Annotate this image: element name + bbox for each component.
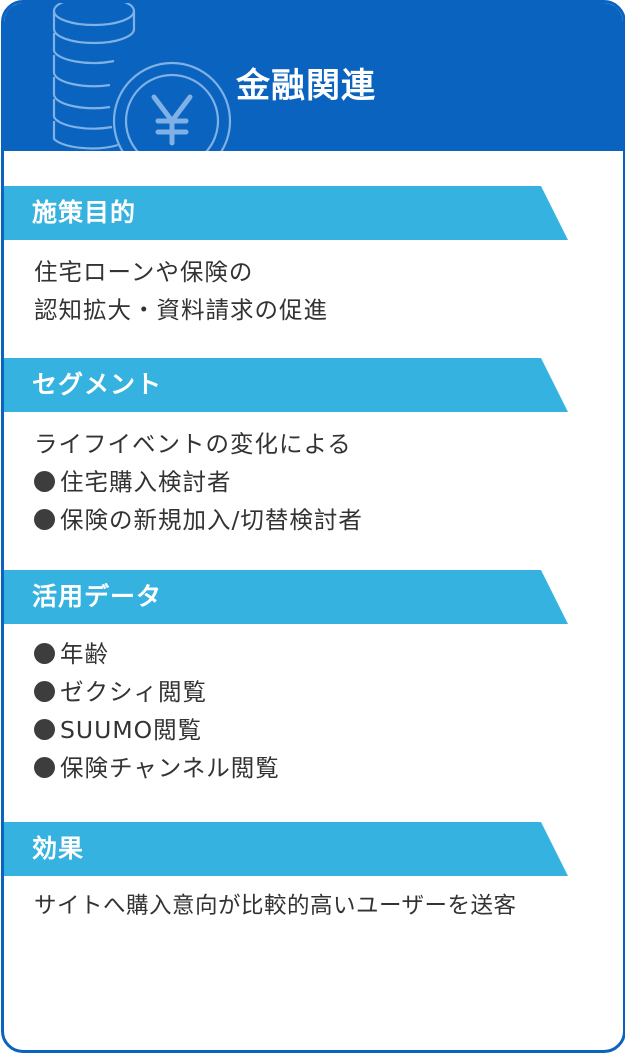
section-heading-purpose: 施策目的	[4, 186, 568, 240]
purpose-line: 認知拡大・資料請求の促進	[34, 296, 328, 324]
effect-line: サイトへ購入意向が比較的高いユーザーを送客	[34, 893, 517, 919]
purpose-line: 住宅ローンや保険の	[34, 258, 254, 286]
data-bullet-text: SUUMO閲覧	[60, 716, 203, 744]
yen-coin-stack-icon	[52, 3, 232, 151]
bullet-icon	[34, 681, 55, 702]
bullet-icon	[34, 471, 55, 492]
segment-bullet-item: 住宅購入検討者	[34, 463, 614, 501]
data-bullet-item: 年齢	[34, 635, 614, 673]
segment-bullet-text: 保険の新規加入/切替検討者	[60, 506, 363, 534]
card-title: 金融関連	[236, 66, 376, 106]
card-header: 金融関連	[4, 3, 623, 151]
section-body-data: 年齢 ゼクシィ閲覧 SUUMO閲覧 保険チャンネル閲覧	[34, 635, 614, 787]
segment-bullet-item: 保険の新規加入/切替検討者	[34, 501, 614, 539]
segment-line: ライフイベントの変化による	[34, 430, 352, 458]
data-bullet-text: 保険チャンネル閲覧	[60, 754, 280, 782]
data-bullet-text: ゼクシィ閲覧	[60, 678, 207, 706]
bullet-icon	[34, 643, 55, 664]
section-body-effect: サイトへ購入意向が比較的高いユーザーを送客	[34, 887, 614, 925]
section-heading-effect: 効果	[4, 822, 568, 876]
data-bullet-item: ゼクシィ閲覧	[34, 673, 614, 711]
bullet-icon	[34, 719, 55, 740]
data-bullet-text: 年齢	[60, 640, 109, 668]
data-bullet-item: 保険チャンネル閲覧	[34, 749, 614, 787]
segment-bullet-text: 住宅購入検討者	[60, 468, 232, 496]
bullet-icon	[34, 509, 55, 530]
section-body-segment: ライフイベントの変化による 住宅購入検討者 保険の新規加入/切替検討者	[34, 425, 614, 539]
section-body-purpose: 住宅ローンや保険の 認知拡大・資料請求の促進	[34, 253, 614, 329]
data-bullet-item: SUUMO閲覧	[34, 711, 614, 749]
bullet-icon	[34, 757, 55, 778]
section-heading-segment: セグメント	[4, 358, 568, 412]
section-heading-data: 活用データ	[4, 570, 568, 624]
